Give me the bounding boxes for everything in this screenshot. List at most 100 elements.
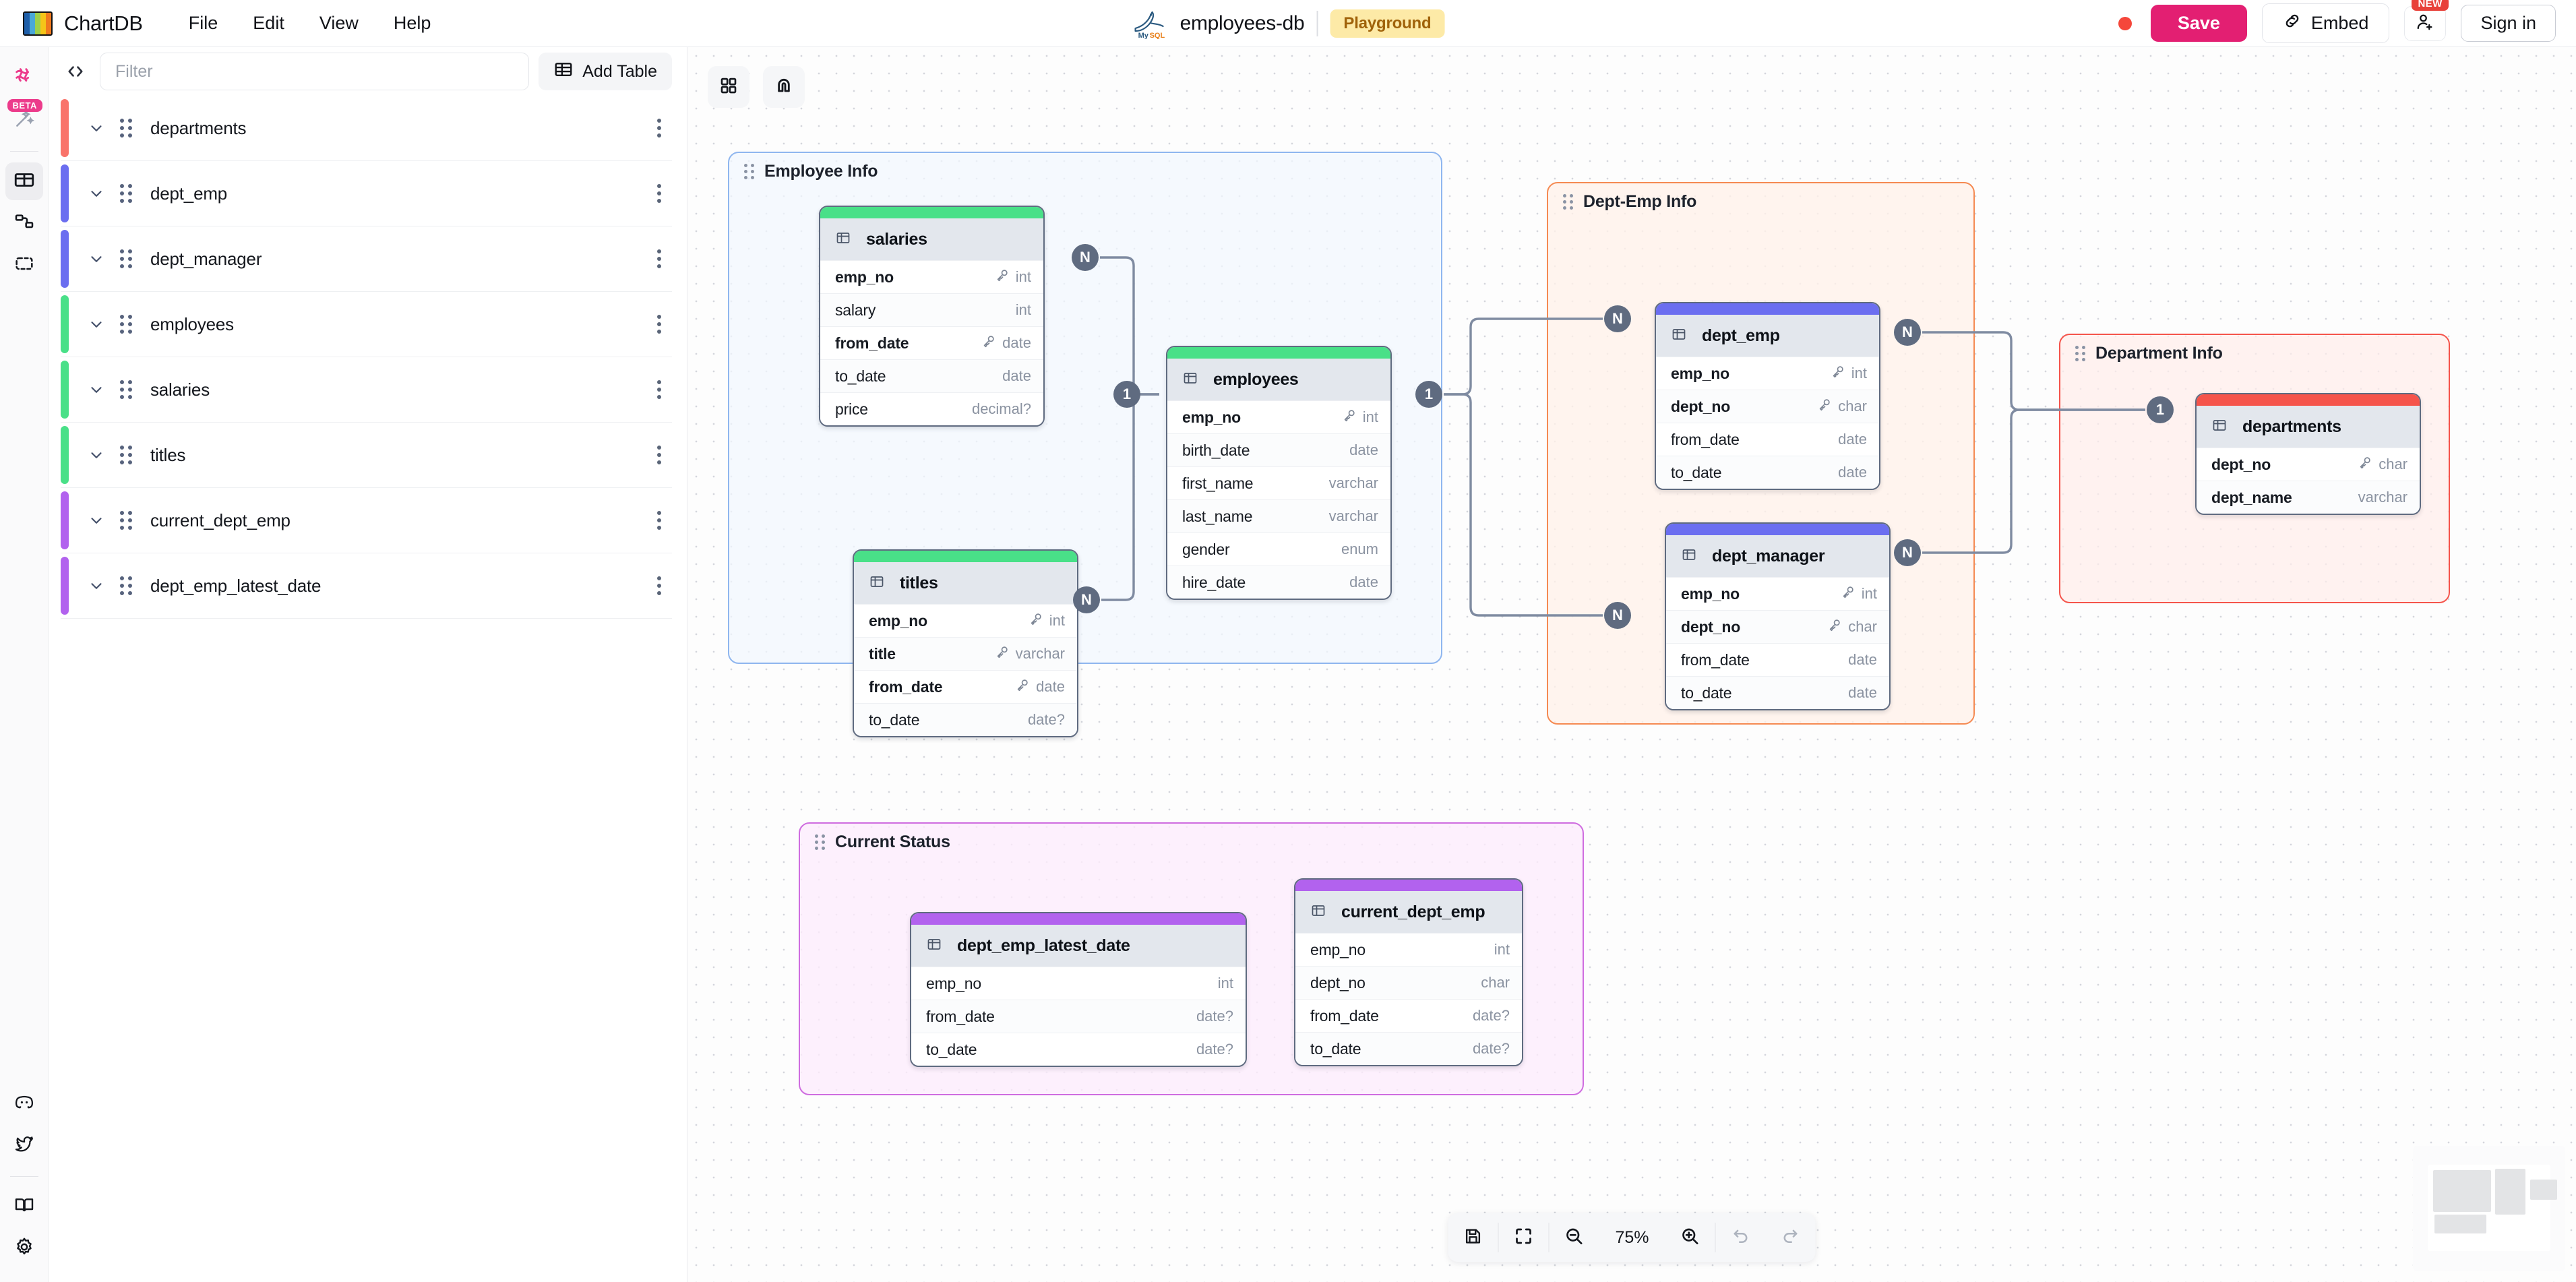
area-drag-handle-icon[interactable] xyxy=(744,164,755,179)
drag-handle-icon[interactable] xyxy=(120,119,133,138)
table-list-item[interactable]: dept_manager xyxy=(61,226,672,292)
minimap[interactable] xyxy=(2413,1146,2565,1271)
fit-screen-button[interactable] xyxy=(1499,1213,1549,1262)
filter-input[interactable] xyxy=(100,53,530,90)
discord-link[interactable] xyxy=(5,1085,43,1122)
menu-edit[interactable]: Edit xyxy=(253,13,284,33)
drag-handle-icon[interactable] xyxy=(120,249,133,268)
chevron-down-icon[interactable] xyxy=(88,119,105,137)
table-header[interactable]: salaries xyxy=(820,218,1043,260)
area-drag-handle-icon[interactable] xyxy=(1563,194,1574,210)
cardinality-marker[interactable]: 1 xyxy=(1113,381,1140,408)
undo-button[interactable] xyxy=(1716,1213,1766,1262)
table-header[interactable]: titles xyxy=(854,562,1077,604)
table-list-item[interactable]: titles xyxy=(61,423,672,488)
menu-file[interactable]: File xyxy=(188,13,218,33)
menu-view[interactable]: View xyxy=(319,13,359,33)
add-table-button[interactable]: Add Table xyxy=(539,53,672,90)
sidebar-item-relationships[interactable] xyxy=(5,204,43,242)
drag-handle-icon[interactable] xyxy=(120,184,133,203)
table-options-menu-icon[interactable] xyxy=(650,177,668,210)
table-header[interactable]: employees xyxy=(1167,359,1390,400)
chevron-down-icon[interactable] xyxy=(88,381,105,398)
drag-handle-icon[interactable] xyxy=(120,511,133,530)
magnet-snap-button[interactable] xyxy=(763,66,805,108)
area-drag-handle-icon[interactable] xyxy=(815,834,826,850)
table-options-menu-icon[interactable] xyxy=(650,504,668,537)
chevron-down-icon[interactable] xyxy=(88,315,105,333)
table-header[interactable]: dept_manager xyxy=(1666,535,1889,577)
table-options-menu-icon[interactable] xyxy=(650,308,668,340)
table-header[interactable]: departments xyxy=(2197,406,2420,448)
menu-help[interactable]: Help xyxy=(393,13,431,33)
table-list-item[interactable]: dept_emp xyxy=(61,161,672,226)
drag-handle-icon[interactable] xyxy=(120,446,133,464)
cardinality-marker[interactable]: 1 xyxy=(1415,381,1442,408)
zoom-out-button[interactable] xyxy=(1550,1213,1599,1262)
drag-handle-icon[interactable] xyxy=(120,380,133,399)
cardinality-marker[interactable]: N xyxy=(1072,244,1099,271)
user-plus-button[interactable]: NEW xyxy=(2404,0,2449,41)
table-options-menu-icon[interactable] xyxy=(650,439,668,471)
table-options-menu-icon[interactable] xyxy=(650,373,668,406)
save-diagram-button[interactable] xyxy=(1448,1213,1498,1262)
chevron-down-icon[interactable] xyxy=(88,577,105,594)
sidebar-item-magic-ai[interactable]: BETA xyxy=(5,99,43,139)
sidebar-item-areas[interactable] xyxy=(5,246,43,284)
table-options-menu-icon[interactable] xyxy=(650,243,668,275)
table-list-item[interactable]: departments xyxy=(61,96,672,161)
twitter-link[interactable] xyxy=(5,1126,43,1164)
table-header[interactable]: current_dept_emp xyxy=(1295,891,1522,933)
save-button[interactable]: Save xyxy=(2150,5,2247,42)
table-list-item[interactable]: current_dept_emp xyxy=(61,488,672,553)
cardinality-marker[interactable]: 1 xyxy=(2147,396,2174,423)
chevron-down-icon[interactable] xyxy=(88,512,105,529)
chevron-down-icon[interactable] xyxy=(88,446,105,464)
chevron-down-icon[interactable] xyxy=(88,250,105,268)
cardinality-marker[interactable]: N xyxy=(1604,602,1631,629)
table-header[interactable]: dept_emp_latest_date xyxy=(911,925,1246,967)
sign-in-button[interactable]: Sign in xyxy=(2461,5,2556,42)
drag-handle-icon[interactable] xyxy=(120,315,133,334)
chevron-down-icon[interactable] xyxy=(88,185,105,202)
sidebar-item-tables[interactable] xyxy=(5,162,43,200)
docs-link[interactable] xyxy=(5,1188,43,1225)
sidebar-item-dbml-editor[interactable] xyxy=(5,59,43,97)
area-drag-handle-icon[interactable] xyxy=(2075,346,2086,361)
table-options-menu-icon[interactable] xyxy=(650,570,668,602)
cardinality-marker[interactable]: N xyxy=(1894,319,1921,346)
embed-button[interactable]: Embed xyxy=(2261,3,2390,43)
